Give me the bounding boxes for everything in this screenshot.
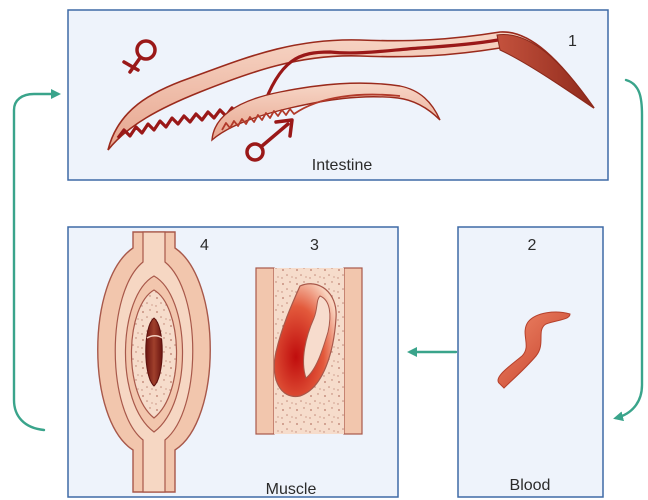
- stage-4-number: 4: [200, 237, 209, 254]
- blood-panel: 2 Blood: [458, 227, 603, 497]
- stage-2-number: 2: [528, 237, 537, 254]
- muscle-label: Muscle: [266, 481, 317, 498]
- intestine-to-blood-arrow: [616, 80, 642, 418]
- encysting-larva: [256, 268, 362, 434]
- muscle-panel: 4 3 Muscle: [68, 227, 398, 498]
- muscle-to-intestine-arrow: [14, 94, 58, 430]
- stage-3-number: 3: [310, 237, 319, 254]
- intestine-panel: 1 Intestine: [68, 10, 608, 180]
- blood-label: Blood: [510, 477, 551, 494]
- intestine-label: Intestine: [312, 157, 373, 174]
- stage-1-number: 1: [568, 33, 577, 50]
